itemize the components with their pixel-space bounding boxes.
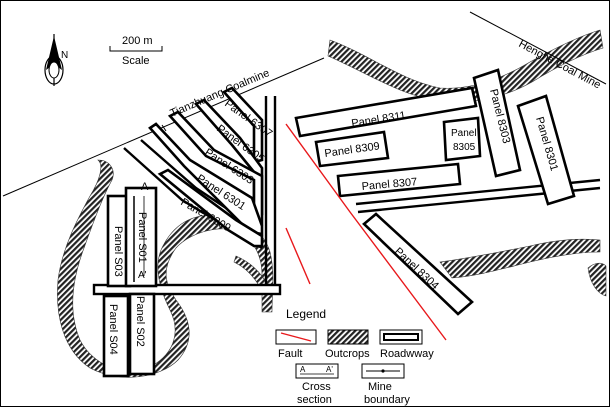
boundary-tick: [161, 124, 167, 132]
panel-8303-outline: [472, 68, 522, 178]
panel-6307-outline: [221, 86, 264, 164]
legend-cross-a-prime: A': [326, 365, 333, 374]
fault-center: [285, 227, 311, 285]
fault-east: [285, 123, 447, 341]
legend-boundary-label-2: boundary: [364, 394, 410, 406]
label-panel-s04: Panel S04: [107, 304, 119, 355]
panel-8309-outline: [314, 130, 390, 168]
panel-8301-outline: [516, 94, 576, 206]
mine-boundary: [2, 11, 607, 197]
scale-bar: 200 m Scale: [109, 35, 163, 67]
north-arrow-icon: [46, 36, 62, 70]
panel-s01-outline: [124, 186, 158, 288]
legend-roadway-label: Roadwway: [380, 348, 434, 360]
panels-83: [294, 68, 576, 316]
label-panel-s01: Panel S01: [136, 212, 148, 263]
scale-caption: Scale: [122, 55, 150, 67]
label-panel-8305-line1: Panel: [451, 128, 477, 139]
cross-section-a: A A': [138, 181, 149, 281]
panel-s04-outline: [102, 294, 130, 378]
legend-outcrops-label: Outcrops: [325, 348, 370, 360]
panels-s: [102, 186, 158, 378]
legend-roadway: Roadwway: [379, 329, 434, 360]
section-mark-a: A: [141, 181, 149, 193]
legend-title: Legend: [286, 307, 326, 321]
roadway-main-horizontal: [92, 283, 282, 296]
outcrop-left-main: [57, 159, 274, 378]
legend-fault-symbol: [280, 332, 312, 342]
legend-outcrops: Outcrops: [325, 329, 370, 360]
north-arrow: N: [44, 34, 68, 86]
panel-8304-outline: [362, 212, 474, 316]
label-panel-s02: Panel S02: [134, 296, 146, 347]
scale-distance: 200 m: [122, 35, 153, 47]
boundary-henghe: [469, 11, 607, 85]
label-panel-8307: Panel 8307: [361, 176, 418, 193]
legend-outcrops-swatch: [327, 329, 369, 345]
panel-6309-outline: [157, 168, 264, 248]
legend-roadway-symbol: [383, 333, 419, 341]
panel-s02-outline: [128, 292, 156, 376]
north-label: N: [61, 50, 68, 61]
legend-cross-label-1: Cross: [302, 381, 331, 393]
label-panel-8305-line2: 8305: [453, 142, 476, 153]
panel-8305-outline: [442, 116, 482, 162]
panel-8307-outline: [336, 162, 462, 198]
legend-cross-label-2: section: [297, 394, 332, 406]
faults: [285, 123, 447, 341]
legend: Legend Fault Outcrops Roadwway A A' Cros…: [275, 307, 434, 406]
section-mark-a-prime: A': [138, 270, 147, 281]
roadway-vertical-east: [264, 96, 277, 285]
outcrop-right-edge: [587, 262, 607, 297]
panel-6301-outline: [148, 122, 264, 236]
legend-cross-section: A A' Cross section: [295, 363, 339, 406]
legend-cross-a: A: [300, 365, 306, 374]
outcrops: [57, 29, 607, 378]
legend-mine-boundary: Mine boundary: [361, 363, 410, 406]
panels-63: [148, 86, 264, 248]
label-panel-s03: Panel S03: [112, 226, 124, 277]
legend-fault: Fault: [275, 329, 317, 360]
legend-fault-label: Fault: [278, 348, 302, 360]
panel-8311-outline: [294, 86, 478, 138]
outcrop-mid-right: [439, 238, 601, 279]
legend-boundary-label-1: Mine: [368, 381, 392, 393]
